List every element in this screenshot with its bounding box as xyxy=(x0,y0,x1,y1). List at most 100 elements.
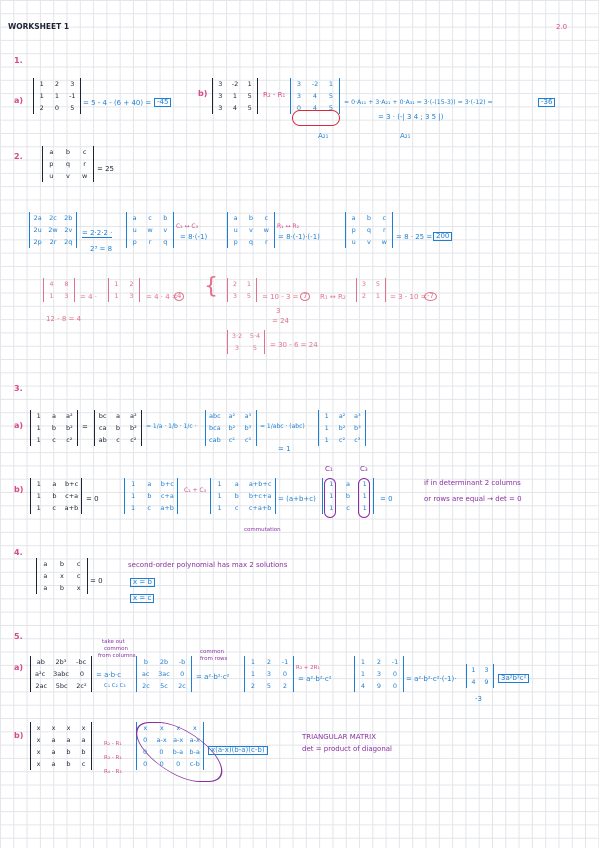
matrix-cell: 5 xyxy=(252,344,258,352)
matrix-cell: v xyxy=(163,226,168,234)
matrix-cell: 1 xyxy=(131,480,136,488)
matrix-cell: a xyxy=(51,736,56,744)
ex5a-note-5: from rows xyxy=(200,656,228,662)
ex5a-matrix-5-value: -3 xyxy=(475,695,482,703)
matrix-cell: a xyxy=(43,560,48,568)
ex1a-label: a) xyxy=(14,96,24,105)
matrix-cell: 2 xyxy=(54,80,60,88)
matrix-cell: c xyxy=(52,436,56,444)
matrix-cell: abc xyxy=(209,412,221,420)
matrix-cell: b xyxy=(366,214,372,222)
matrix-cell: a xyxy=(49,148,54,156)
matrix-cell: c xyxy=(82,148,87,156)
matrix-cell: -1 xyxy=(391,658,399,666)
matrix-cell: 3 xyxy=(218,104,223,112)
matrix-cell: 4 xyxy=(49,280,54,288)
matrix-cell: 3 xyxy=(218,92,223,100)
matrix-cell: 5 xyxy=(328,92,334,100)
ex5a-op: R₃ + 2R₁ xyxy=(296,665,320,671)
matrix-cell: v xyxy=(249,226,253,234)
matrix-cell: p xyxy=(351,226,356,234)
matrix-cell: 4 xyxy=(471,678,476,686)
ex5b-note-1: TRIANGULAR MATRIX xyxy=(302,733,376,741)
matrix-cell: 1 xyxy=(217,492,222,500)
matrix-cell: b xyxy=(115,424,121,432)
matrix-cell: r xyxy=(382,226,386,234)
matrix-cell: b xyxy=(163,214,168,222)
ex5a-factor-2: = a²·b²·c² xyxy=(196,673,230,681)
matrix-cell: 2u xyxy=(33,226,42,234)
matrix-cell: 3 xyxy=(484,666,489,674)
ex2-step-1: = 2·2·2 · xyxy=(82,229,113,238)
matrix-cell: 0 xyxy=(159,760,164,768)
matrix-cell: 0 xyxy=(392,670,398,678)
ex2-side2-op: R₁ ↔ R₂ xyxy=(320,293,346,301)
matrix-cell: 1 xyxy=(130,504,136,512)
ex4-eq: = 0 xyxy=(90,577,103,585)
matrix-cell: x xyxy=(36,760,41,768)
ex3b-commutation: commutation xyxy=(244,527,281,533)
matrix-cell: 2c xyxy=(142,682,150,690)
matrix-cell: c xyxy=(148,214,152,222)
matrix-cell: 3·2 xyxy=(231,332,243,340)
matrix-cell: 1 xyxy=(217,504,222,512)
matrix-cell: 2 xyxy=(376,658,382,666)
matrix-cell: r xyxy=(83,160,86,168)
matrix-cell: 1 xyxy=(329,504,334,512)
ex5-number: 5. xyxy=(14,632,23,641)
ex2-side2-note2: = 24 xyxy=(272,317,289,325)
matrix-cell: 0 xyxy=(54,104,60,112)
matrix-cell: 0 xyxy=(282,670,288,678)
matrix-cell: 1 xyxy=(360,658,366,666)
matrix-cell: 1 xyxy=(250,670,256,678)
matrix-cell: 1 xyxy=(114,292,119,300)
matrix-cell: a xyxy=(43,584,48,592)
matrix-cell: b+c xyxy=(65,480,79,488)
matrix-cell: u xyxy=(49,172,54,180)
ex5a-factor-4: = a²·b²·c²·(-1)· xyxy=(406,675,457,683)
matrix-cell: b xyxy=(248,214,254,222)
matrix-cell: 1 xyxy=(324,412,329,420)
ex4-note: second-order polynomial has max 2 soluti… xyxy=(128,561,288,569)
matrix-cell: 1 xyxy=(329,492,334,500)
ex5b-answer: x(a-x)(b-a)(c-b) xyxy=(208,746,268,755)
ex5a-answer: 3a²b²c² xyxy=(498,674,530,683)
matrix-cell: 5 xyxy=(247,92,252,100)
matrix-cell: x xyxy=(192,724,197,732)
matrix-cell: 1 xyxy=(324,424,329,432)
matrix-cell: b xyxy=(81,748,86,756)
matrix-cell: x xyxy=(36,748,41,756)
matrix-cell: 2 xyxy=(361,292,367,300)
worksheet-title: WORKSHEET 1 xyxy=(8,22,70,31)
ex3b-c3-label: C₃ xyxy=(360,465,368,473)
